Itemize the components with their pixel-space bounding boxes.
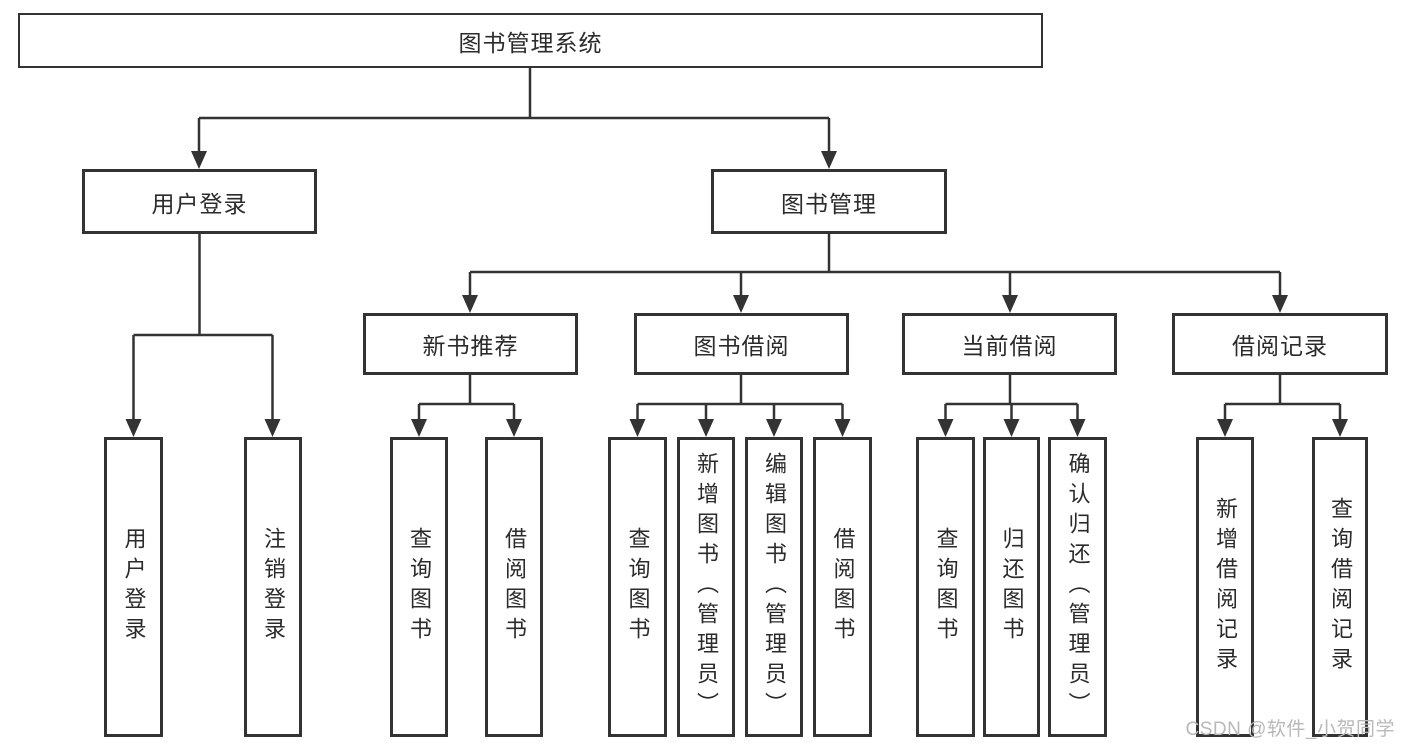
- node-leaf-query-books-2-label: 查询图书: [625, 527, 651, 647]
- node-book-borrow: 图书借阅: [634, 313, 849, 375]
- node-leaf-query-borrow-record: 查询借阅记录: [1312, 437, 1368, 737]
- node-book-management-branch: 图书管理: [711, 169, 947, 234]
- connector-borrow-records-to-leaves: [1223, 375, 1342, 421]
- node-leaf-query-books-3-label: 查询图书: [933, 527, 959, 647]
- node-current-borrow-label: 当前借阅: [961, 333, 1058, 359]
- node-library-management-system-label: 图书管理系统: [458, 29, 603, 56]
- node-leaf-confirm-return-admin: 确认归还（管理员）: [1048, 437, 1107, 737]
- node-leaf-query-books-3: 查询图书: [916, 437, 975, 737]
- connector-book-borrow-to-leaves: [636, 375, 844, 421]
- node-borrow-records: 借阅记录: [1172, 313, 1388, 375]
- node-leaf-borrow-books-1-label: 借阅图书: [502, 527, 527, 647]
- arrowheads-new-books-leaves: [411, 419, 522, 437]
- node-book-management-branch-label: 图书管理: [781, 190, 877, 217]
- node-leaf-user-login-label: 用户登录: [121, 527, 147, 647]
- node-leaf-logout-label: 注销登录: [261, 527, 286, 647]
- connector-root-to-level2: [197, 68, 831, 153]
- connector-book-mgmt-to-level3: [468, 234, 1282, 297]
- node-leaf-logout: 注销登录: [244, 437, 302, 737]
- node-leaf-query-books-1-label: 查询图书: [407, 527, 432, 647]
- node-library-management-system: 图书管理系统: [18, 13, 1043, 68]
- node-leaf-return-books-label: 归还图书: [999, 527, 1025, 647]
- node-leaf-add-borrow-record: 新增借阅记录: [1196, 437, 1254, 737]
- node-leaf-query-books-1: 查询图书: [390, 437, 448, 737]
- arrowheads-current-borrow-leaves: [937, 419, 1086, 437]
- arrowheads-borrow-records-leaves: [1217, 419, 1348, 437]
- arrowheads-user-login-leaves: [125, 419, 281, 437]
- node-leaf-borrow-books-1: 借阅图书: [485, 437, 543, 737]
- csdn-watermark: CSDN @软件_小贺同学: [1185, 719, 1395, 740]
- node-leaf-add-books-admin: 新增图书（管理员）: [677, 437, 735, 737]
- node-leaf-add-borrow-record-label: 新增借阅记录: [1213, 497, 1238, 677]
- node-user-login-branch: 用户登录: [82, 169, 317, 234]
- node-leaf-confirm-return-admin-label: 确认归还（管理员）: [1065, 452, 1091, 722]
- arrowheads-level3: [462, 295, 1288, 313]
- connector-user-login-to-leaves: [132, 234, 274, 421]
- node-leaf-user-login: 用户登录: [104, 437, 163, 737]
- node-leaf-borrow-books-2-label: 借阅图书: [830, 527, 856, 647]
- node-leaf-edit-books-admin: 编辑图书（管理员）: [745, 437, 803, 737]
- node-leaf-query-borrow-record-label: 查询借阅记录: [1328, 497, 1353, 677]
- node-new-book-recommend-label: 新书推荐: [422, 333, 519, 359]
- node-leaf-query-books-2: 查询图书: [608, 437, 667, 737]
- node-leaf-edit-books-admin-label: 编辑图书（管理员）: [762, 452, 787, 722]
- node-current-borrow: 当前借阅: [902, 313, 1117, 375]
- node-new-book-recommend: 新书推荐: [363, 313, 578, 375]
- node-leaf-add-books-admin-label: 新增图书（管理员）: [694, 452, 719, 722]
- arrowheads-level2: [191, 151, 837, 169]
- node-leaf-borrow-books-2: 借阅图书: [813, 437, 872, 737]
- connector-current-borrow-to-leaves: [944, 375, 1079, 421]
- connector-new-books-to-leaves: [417, 375, 516, 421]
- node-leaf-return-books: 归还图书: [983, 437, 1040, 737]
- node-user-login-branch-label: 用户登录: [151, 190, 248, 217]
- node-book-borrow-label: 图书借阅: [693, 333, 790, 359]
- arrowheads-book-borrow-leaves: [629, 419, 851, 437]
- node-borrow-records-label: 借阅记录: [1232, 333, 1328, 359]
